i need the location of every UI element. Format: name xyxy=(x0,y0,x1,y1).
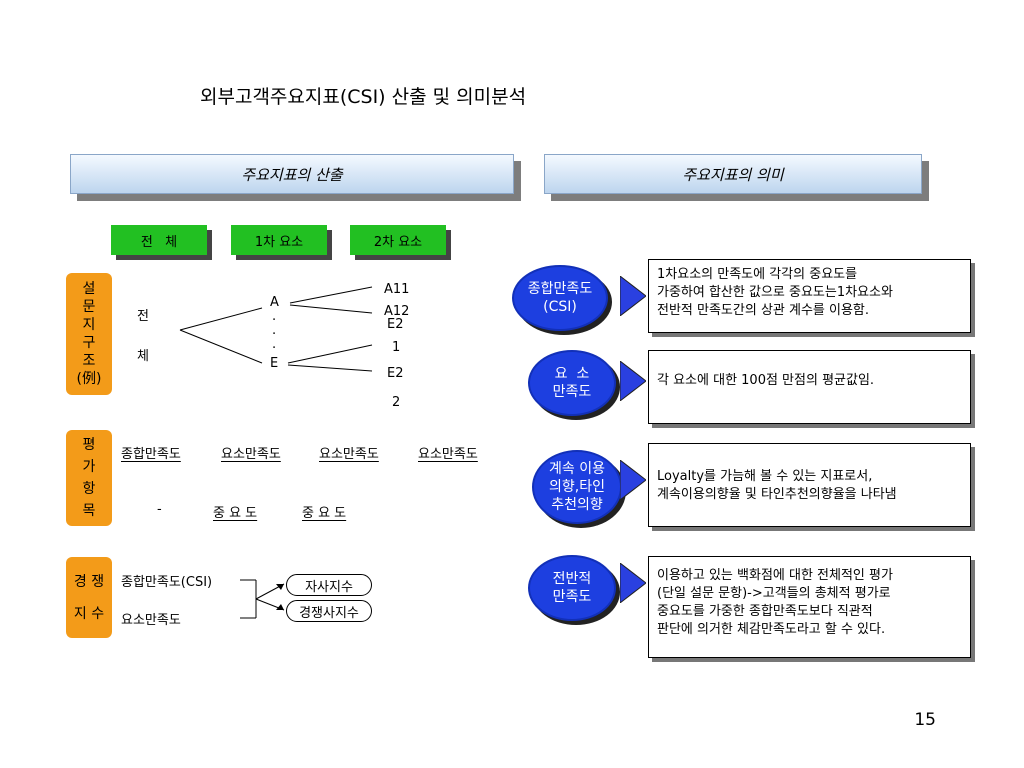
page-title: 외부고객주요지표(CSI) 산출 및 의미분석 xyxy=(200,86,527,108)
calculation-header: 주요지표의 산출 xyxy=(70,154,514,194)
arrow-icon xyxy=(620,563,646,603)
survey-structure-label: 설 문 지 구 조 (例) xyxy=(66,273,112,395)
comp-element-satisfaction: 요소만족도 xyxy=(121,613,181,628)
eval-element-satisfaction-2: 요소만족도 xyxy=(319,447,379,462)
level-second: 2차 요소 xyxy=(350,225,446,255)
meaning-circle-loyalty: 계속 이용 의향,타인 추천의향 xyxy=(532,450,622,524)
second-level-a11: A11 xyxy=(384,282,410,297)
comp-overall-satisfaction: 종합만족도(CSI) xyxy=(121,575,213,590)
competitor-index-pill: 경쟁사지수 xyxy=(286,600,372,622)
eval-element-satisfaction-3: 요소만족도 xyxy=(418,447,478,462)
first-level-a: A xyxy=(270,295,279,310)
meaning-circle-element: 요 소 만족도 xyxy=(528,350,616,416)
arrow-icon xyxy=(620,276,646,316)
eval-dash: - xyxy=(157,502,162,517)
first-level-dot-2: · xyxy=(272,327,277,342)
arrow-icon xyxy=(620,361,646,401)
second-level-1: 1 xyxy=(392,340,401,355)
total-char-2: 체 xyxy=(137,349,149,364)
meaning-header: 주요지표의 의미 xyxy=(544,154,922,194)
eval-overall-satisfaction: 종합만족도 xyxy=(121,447,181,462)
first-level-dot-1: · xyxy=(272,313,277,328)
level-total: 전 체 xyxy=(111,225,207,255)
first-level-dot-3: · xyxy=(272,341,277,356)
second-level-e2-a: E2 xyxy=(387,317,404,332)
second-level-e2-b: E2 xyxy=(387,366,404,381)
meaning-desc-element: 각 요소에 대한 100점 만점의 평균값임. xyxy=(648,350,971,424)
meaning-circle-overall: 전반적 만족도 xyxy=(528,555,616,621)
meaning-circle-csi: 종합만족도 (CSI) xyxy=(512,265,608,331)
eval-importance-1: 중 요 도 xyxy=(213,506,258,521)
meaning-desc-csi: 1차요소의 만족도에 각각의 중요도를 가중하여 합산한 값으로 중요도는1차요… xyxy=(648,259,971,333)
evaluation-items-label: 평 가 항 목 xyxy=(66,430,112,526)
competition-index-label: 경 쟁 지 수 xyxy=(66,557,112,638)
second-level-a12: A12 xyxy=(384,304,410,319)
arrow-icon xyxy=(620,460,646,500)
first-level-e: E xyxy=(270,356,279,371)
second-level-2: 2 xyxy=(392,395,401,410)
page-number: 15 xyxy=(914,710,936,730)
meaning-desc-overall: 이용하고 있는 백화점에 대한 전체적인 평가 (단일 설문 문항)->고객들의… xyxy=(648,556,971,658)
eval-element-satisfaction-1: 요소만족도 xyxy=(221,447,281,462)
own-index-pill: 자사지수 xyxy=(286,574,372,596)
level-first: 1차 요소 xyxy=(231,225,327,255)
eval-importance-2: 중 요 도 xyxy=(302,506,347,521)
total-char-1: 전 xyxy=(137,309,149,324)
meaning-desc-loyalty: Loyalty를 가늠해 볼 수 있는 지표로서, 계속이용의향율 및 타인추천… xyxy=(648,443,971,527)
